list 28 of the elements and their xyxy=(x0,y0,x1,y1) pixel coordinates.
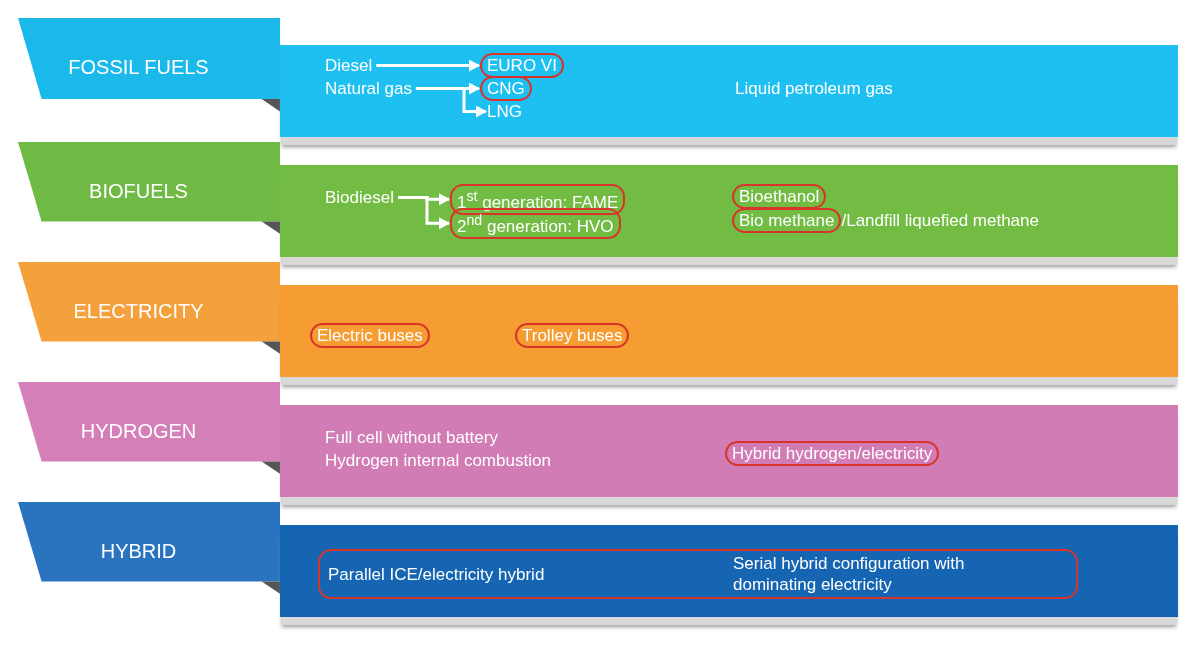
highlighted-item: Electric buses xyxy=(310,323,430,348)
highlighted-item: Bio methane xyxy=(732,208,842,233)
category-title: BIOFUELS xyxy=(88,180,189,203)
highlighted-item: EURO VI xyxy=(480,53,564,78)
highlight-outline xyxy=(318,549,1078,599)
item-text: /Landfill liquefied methane xyxy=(841,210,1039,231)
item-text: Hydrogen internal combustion xyxy=(325,450,551,471)
highlighted-item: Bioethanol xyxy=(732,184,827,209)
item-text: Biodiesel xyxy=(325,187,394,208)
category-title: HYDROGEN xyxy=(79,420,198,443)
arrow xyxy=(376,59,480,72)
item-text: Full cell without battery xyxy=(325,427,498,448)
highlighted-item: CNG xyxy=(480,76,532,101)
highlighted-item: 2$^{nd}$ generation: HVO xyxy=(450,208,621,239)
highlighted-item: Hybrid hydrogen/electricity xyxy=(725,441,940,466)
arrow xyxy=(398,196,450,230)
item-text: Serial hybrid configuration with dominating electricity xyxy=(733,553,966,595)
highlighted-item: Trolley buses xyxy=(515,323,630,348)
category-title: ELECTRICITY xyxy=(72,300,205,323)
item-text: Parallel ICE/electricity hybrid xyxy=(328,563,546,585)
item-text: Liquid petroleum gas xyxy=(735,78,893,99)
item-text: Natural gas xyxy=(325,78,412,99)
category-title: HYBRID xyxy=(99,540,178,563)
arrow xyxy=(415,87,487,118)
highlighted-item: 1$^{st}$ generation: FAME xyxy=(450,184,626,215)
category-title: FOSSIL FUELS xyxy=(67,56,210,79)
item-text: Diesel xyxy=(325,55,373,76)
item-text: LNG xyxy=(487,101,522,122)
